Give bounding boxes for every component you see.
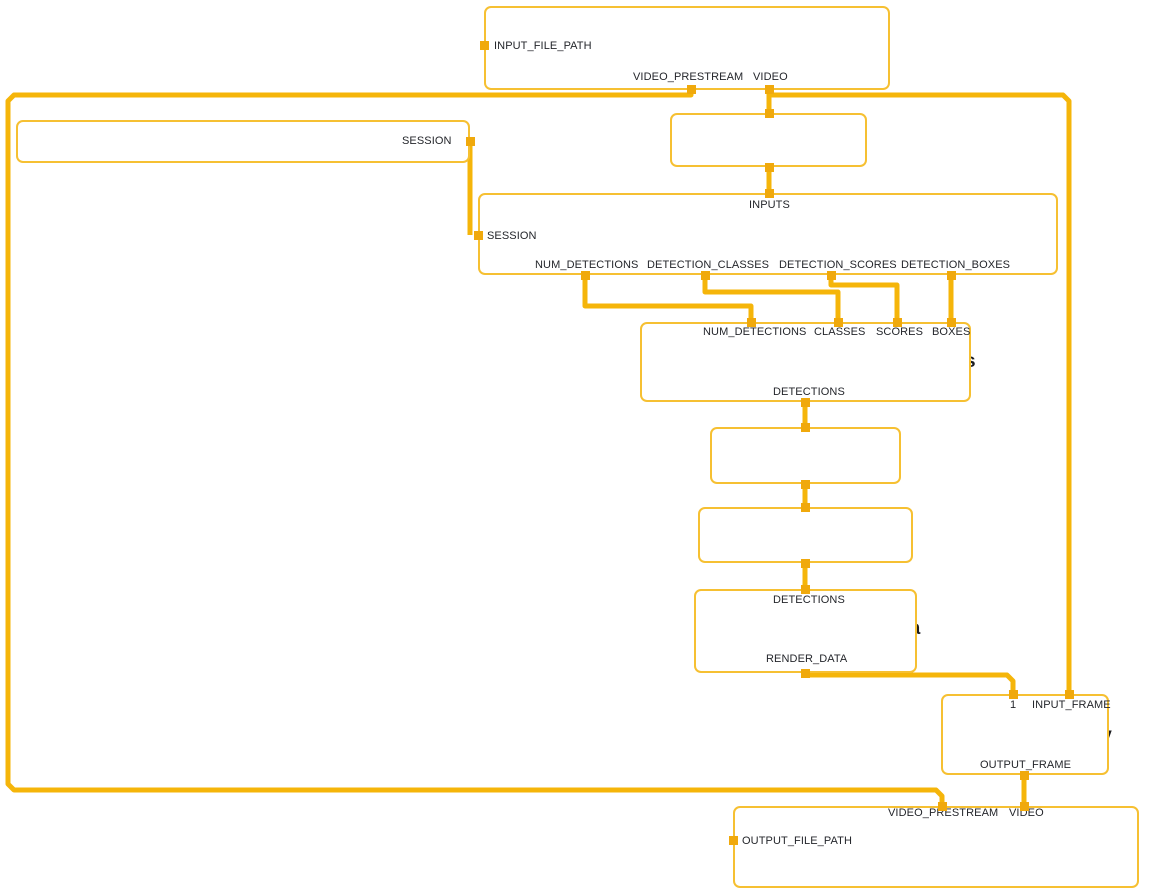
port-detection-classes[interactable] <box>701 271 710 280</box>
port-label-output-file-path: OUTPUT_FILE_PATH <box>742 835 852 847</box>
port-nms-out[interactable] <box>801 480 810 489</box>
port-detections-in[interactable] <box>801 585 810 594</box>
wire-scores <box>828 275 900 322</box>
port-label-video: VIDEO <box>753 71 788 83</box>
port-label-inputs: INPUTS <box>749 199 790 211</box>
port-label-detections-out: DETECTIONS <box>773 386 845 398</box>
port-video[interactable] <box>765 85 774 94</box>
node-image-frame-to-tensor[interactable] <box>670 113 867 167</box>
port-session-out[interactable] <box>466 137 475 146</box>
port-label-detection-boxes: DETECTION_BOXES <box>901 259 1011 271</box>
port-detection-boxes[interactable] <box>947 271 956 280</box>
port-enc-video[interactable] <box>1020 802 1029 811</box>
port-label-input-frame: INPUT_FRAME <box>1032 699 1111 711</box>
port-index-one[interactable] <box>1009 690 1018 699</box>
port-label-detections-in: DETECTIONS <box>773 594 845 606</box>
node-non-max-suppression[interactable] <box>710 427 901 484</box>
port-label-session-out: SESSION <box>402 135 452 147</box>
port-imageframe-out[interactable] <box>765 163 774 172</box>
port-label-input-file-path: INPUT_FILE_PATH <box>494 40 592 52</box>
node-detection-label-id-to-text[interactable] <box>698 507 913 563</box>
port-imageframe-in[interactable] <box>765 109 774 118</box>
port-label-enc-video: VIDEO <box>1009 807 1044 819</box>
port-nms-in[interactable] <box>801 423 810 432</box>
port-detection-scores[interactable] <box>827 271 836 280</box>
port-label-output-frame: OUTPUT_FRAME <box>980 759 1072 771</box>
port-label-scores: SCORES <box>876 326 924 338</box>
port-boxes[interactable] <box>947 318 956 327</box>
port-label-classes: CLASSES <box>814 326 866 338</box>
port-render-data[interactable] <box>801 669 810 678</box>
port-detections-out[interactable] <box>801 398 810 407</box>
port-session-in[interactable] <box>474 231 483 240</box>
port-labelid-out[interactable] <box>801 559 810 568</box>
port-scores[interactable] <box>893 318 902 327</box>
port-output-file-path[interactable] <box>729 836 738 845</box>
port-input-frame[interactable] <box>1065 690 1074 699</box>
port-input-file-path[interactable] <box>480 41 489 50</box>
port-label-boxes: BOXES <box>932 326 971 338</box>
port-label-render-data: RENDER_DATA <box>766 653 848 665</box>
port-label-enc-video-prestream: VIDEO_PRESTREAM <box>888 807 999 819</box>
wire-classes <box>702 275 841 322</box>
port-inputs[interactable] <box>765 189 774 198</box>
port-label-video-prestream: VIDEO_PRESTREAM <box>633 71 744 83</box>
port-label-index-one: 1 <box>1010 699 1017 711</box>
wire-num-detections <box>582 275 754 322</box>
port-video-prestream[interactable] <box>687 85 696 94</box>
node-opencv-video-encoder[interactable] <box>733 806 1139 888</box>
port-classes[interactable] <box>834 318 843 327</box>
port-num-detections-in[interactable] <box>747 318 756 327</box>
port-label-detection-classes: DETECTION_CLASSES <box>647 259 770 271</box>
node-opencv-video-decoder[interactable] <box>484 6 890 90</box>
port-output-frame[interactable] <box>1020 771 1029 780</box>
port-enc-video-prestream[interactable] <box>938 802 947 811</box>
port-label-session-in: SESSION <box>487 230 537 242</box>
port-label-num-detections-out: NUM_DETECTIONS <box>535 259 639 271</box>
port-label-detection-scores: DETECTION_SCORES <box>779 259 897 271</box>
port-label-num-detections-in: NUM_DETECTIONS <box>703 326 807 338</box>
port-num-detections-out[interactable] <box>581 271 590 280</box>
port-labelid-in[interactable] <box>801 503 810 512</box>
